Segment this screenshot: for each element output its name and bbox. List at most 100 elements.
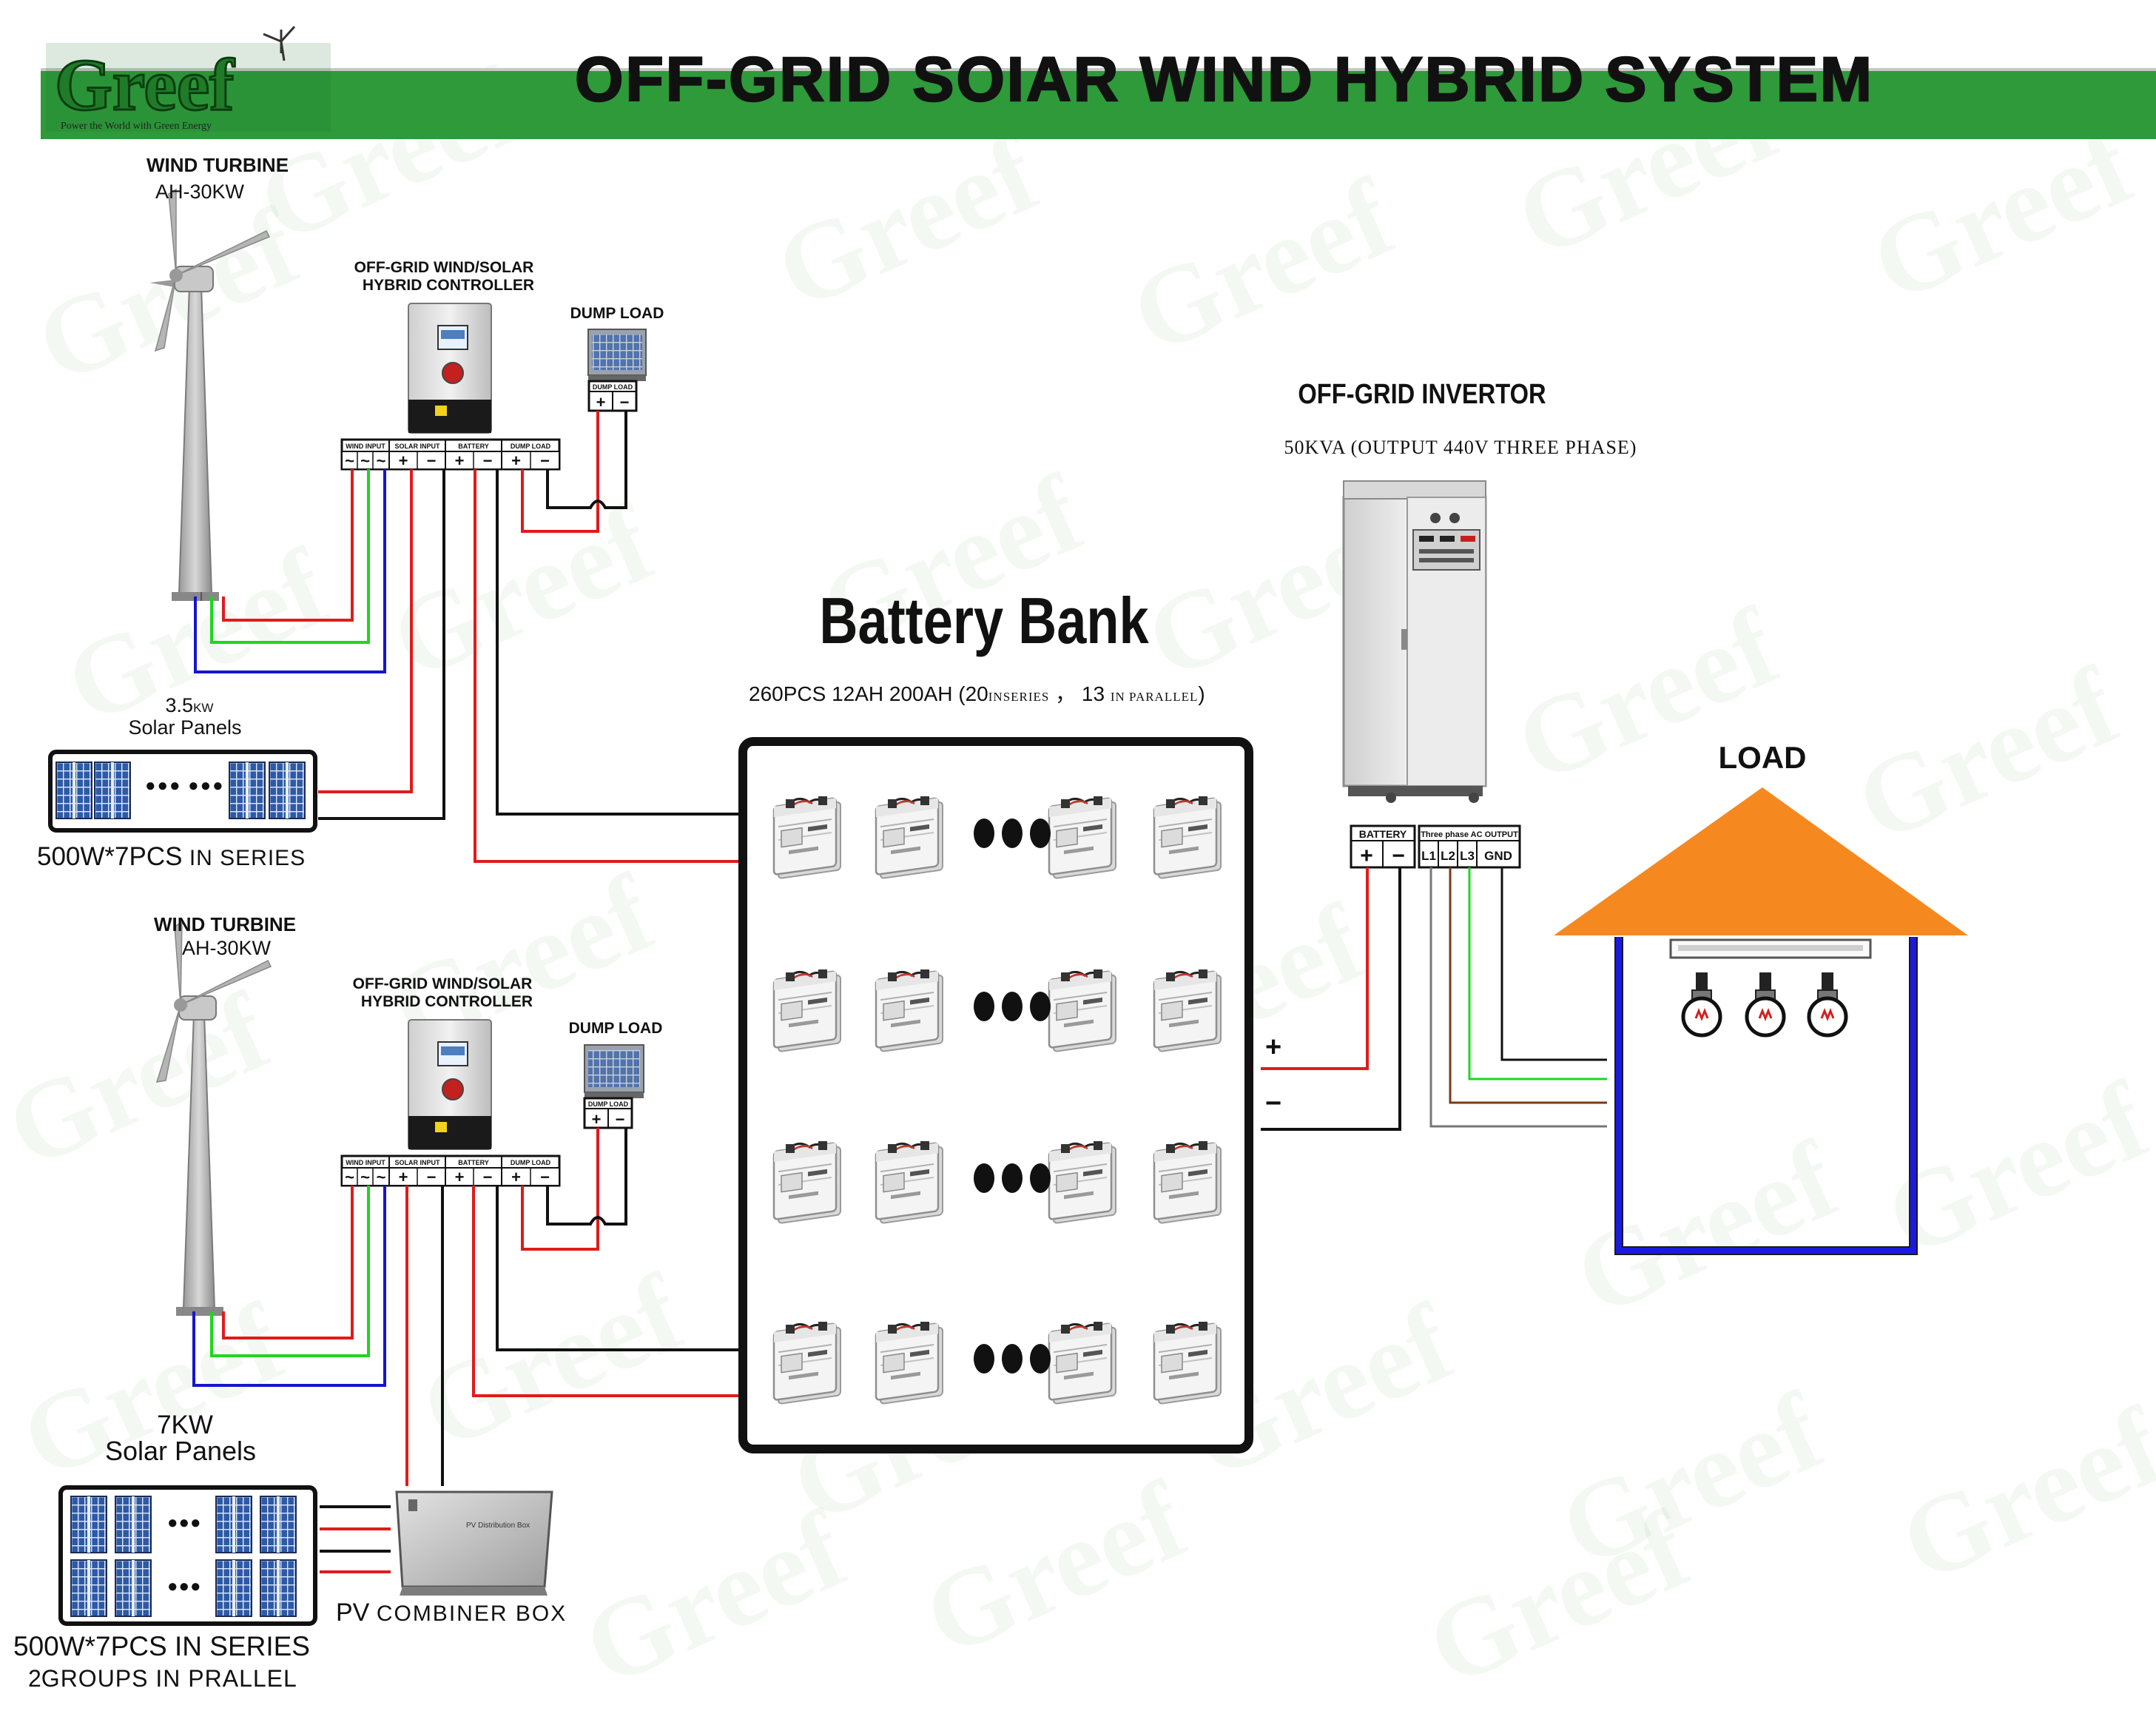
turbine-2-title: WIND TURBINE [153, 913, 297, 935]
dump-load-1 [587, 329, 647, 381]
wiring [192, 411, 1607, 1573]
pv-combiner-box: PV Distribution Box [395, 1490, 553, 1596]
header-top-rule [41, 68, 2156, 71]
turbine-1-model: AH-30KW [155, 181, 245, 203]
solar-1-label: Solar Panels [128, 716, 242, 739]
load-house [1554, 787, 1968, 1255]
controller-2-title-line1: OFF-GRID WIND/SOLAR [352, 975, 533, 992]
ellipsis-dot [1030, 1344, 1051, 1374]
battery-unit [772, 968, 842, 1054]
battery-unit [1153, 1140, 1222, 1226]
terminal-header: WIND INPUT [346, 1159, 385, 1166]
hybrid-controller-1 [408, 303, 492, 434]
inverter-terminal-label: GND [1484, 849, 1512, 863]
solar-2-power: 7KW [157, 1411, 213, 1439]
solar-2-spec-line2: 2GROUPS IN PRALLEL [28, 1665, 297, 1692]
terminal-symbol: − [427, 451, 437, 470]
battery-unit [1048, 1140, 1117, 1226]
terminal-symbol: + [455, 1168, 465, 1186]
dump-plate-label: DUMP LOAD [588, 1100, 629, 1108]
battery-unit [875, 795, 944, 881]
watermark-text: Greef [404, 1251, 701, 1473]
battery-grid [772, 795, 1222, 1406]
greef-logo: Greef Power the World with Green Energy [46, 25, 331, 132]
terminal-symbol: + [399, 451, 408, 470]
solar-array-2 [58, 1485, 317, 1626]
dump-load-2 [584, 1044, 644, 1098]
off-grid-inverter [1342, 480, 1487, 803]
terminal-symbol: + [511, 451, 521, 470]
terminal-symbol: + [511, 1168, 521, 1186]
terminal-symbol: − [483, 451, 493, 470]
ellipsis-dot [1002, 1163, 1023, 1193]
solar-2-spec-line1: 500W*7PCS IN SERIES [13, 1631, 310, 1661]
battery-unit [772, 795, 842, 881]
inverter-output-label: Three phase AC OUTPUT [1421, 830, 1518, 839]
solar-2-label: Solar Panels [104, 1436, 257, 1466]
inverter-spec: 50KVA (OUTPUT 440V THREE PHASE) [1284, 437, 1637, 458]
terminal-symbol: + [596, 393, 606, 411]
page-title: OFF-GRID SOIAR WIND HYBRID SYSTEM [575, 44, 1874, 114]
ellipsis-dot [1002, 992, 1023, 1021]
solar-2-dots-bottom: ●●● [167, 1576, 202, 1596]
bus-plus-label: + [1265, 1032, 1282, 1063]
ellipsis-dot [974, 818, 994, 848]
terminal-symbol: ~ [345, 1168, 354, 1186]
battery-unit [772, 1140, 842, 1226]
terminal-header: DUMP LOAD [511, 1159, 551, 1166]
terminal-symbol: − [616, 1110, 625, 1129]
terminal-symbol: ~ [377, 451, 386, 470]
terminal-symbol: − [540, 1168, 550, 1186]
watermark-text: Greef [1884, 1384, 2156, 1606]
terminal-symbol: ~ [360, 451, 370, 470]
battery-unit [772, 1320, 842, 1406]
terminal-symbol: ~ [360, 1168, 370, 1186]
combiner-label: PV COMBINER BOX [336, 1599, 567, 1627]
watermark-text: Greef [907, 1458, 1205, 1680]
inverter-terminal-label: L3 [1460, 849, 1475, 863]
battery-unit [1153, 968, 1222, 1054]
dump-load-1-title: DUMP LOAD [570, 305, 664, 322]
terminal-header: WIND INPUT [346, 443, 385, 450]
dump-load-2-title: DUMP LOAD [568, 1020, 663, 1037]
inverter-terminal-label: L2 [1441, 849, 1455, 863]
solar-1-power: 3.5kw [165, 694, 214, 716]
terminal-symbol: + [399, 1168, 408, 1186]
watermark-text: Greef [1114, 155, 1412, 377]
watermark-text: Greef [1839, 644, 2137, 866]
terminal-symbol: ~ [345, 451, 354, 470]
wind-turbine-2 [155, 921, 272, 1316]
terminal-symbol: − [620, 393, 630, 411]
ellipsis-dot [1002, 818, 1023, 848]
ellipsis-dot [1002, 1344, 1023, 1374]
terminal-symbol: ~ [377, 1168, 386, 1186]
turbine-2-model: AH-30KW [181, 937, 272, 959]
ellipsis-dot [974, 992, 994, 1021]
watermark-text: Greef [0, 969, 287, 1191]
solar-array-1 [48, 750, 317, 833]
terminal-symbol: − [427, 1168, 437, 1186]
turbine-1-title: WIND TURBINE [146, 154, 289, 176]
header-bar [41, 70, 2156, 139]
terminal-symbol: + [1360, 844, 1373, 868]
watermark-text: Greef [4, 1280, 302, 1502]
battery-unit [1153, 795, 1222, 881]
battery-unit [875, 1320, 944, 1406]
battery-bank-spec: 260PCS 12AH 200AH (20INSERIES ， 13 IN PA… [749, 682, 1205, 705]
inverter-battery-label: BATTERY [1359, 828, 1407, 840]
svg-text:PV Distribution Box: PV Distribution Box [466, 1522, 530, 1530]
inverter-terminal-label: L1 [1421, 849, 1436, 863]
solar-2-dots-top: ●●● [167, 1513, 202, 1533]
hybrid-controller-2 [408, 1019, 492, 1150]
watermark-text: Greef [759, 111, 1057, 333]
battery-unit [1153, 1320, 1222, 1406]
battery-bank-title: Battery Bank [819, 584, 1149, 657]
solar-1-spec: 500W*7PCS IN SERIES [37, 842, 306, 871]
terminal-header: DUMP LOAD [511, 443, 551, 450]
terminal-header: SOLAR INPUT [394, 443, 440, 450]
controller-1-title-line1: OFF-GRID WIND/SOLAR [354, 259, 534, 276]
ellipsis-dot [974, 1344, 994, 1374]
